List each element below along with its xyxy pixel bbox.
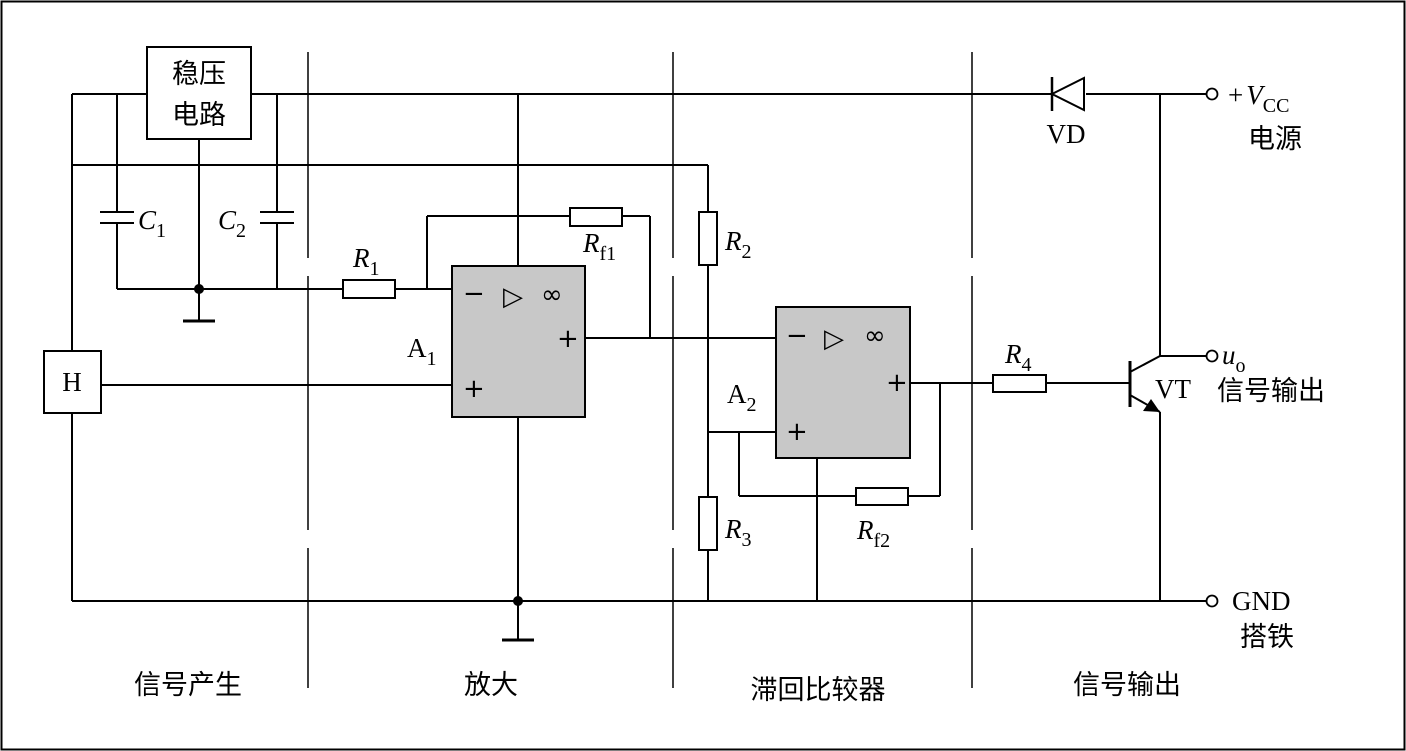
a1-plus: +	[463, 374, 485, 404]
resistor-r1: R1	[342, 243, 452, 299]
a2-plus: +	[786, 417, 808, 447]
section-label-signal-output: 信号输出	[1073, 670, 1181, 701]
c1-label: C1	[138, 205, 166, 242]
gnd-label: GND	[1232, 586, 1291, 616]
opamp-a1: − ▷ ∞ + + A1	[407, 94, 776, 640]
gnd-terminal: GND 搭铁	[1205, 586, 1294, 653]
a1-label: A1	[407, 333, 437, 370]
gnd-caption: 搭铁	[1240, 622, 1294, 653]
capacitor-c2: C2	[218, 94, 294, 289]
a1-minus: −	[463, 279, 485, 309]
r2-label: R2	[724, 226, 752, 263]
uo-terminal: uo 信号输出	[1205, 340, 1325, 407]
section-label-amplification: 放大	[464, 670, 518, 701]
regulator-label-line2: 电路	[172, 100, 226, 131]
section-separators	[307, 52, 973, 688]
c2-label: C2	[218, 205, 246, 242]
transistor-vt: VT	[1128, 94, 1206, 601]
a1-out-plus: +	[557, 324, 579, 354]
a2-infinity: ∞	[864, 321, 886, 351]
uo-label: uo	[1222, 340, 1246, 377]
r1-label: R1	[352, 243, 380, 280]
section-captions: 信号产生 放大 滞回比较器 信号输出	[134, 670, 1181, 706]
section-label-signal-generation: 信号产生	[134, 670, 242, 701]
a2-buffer-icon: ▷	[824, 324, 844, 354]
regulator-block: 稳压 电路	[146, 46, 252, 140]
vt-label: VT	[1155, 374, 1191, 404]
uo-caption: 信号输出	[1217, 376, 1325, 407]
resistor-r4: R4	[992, 339, 1130, 393]
vd-label: VD	[1047, 119, 1086, 149]
a1-infinity: ∞	[541, 280, 563, 310]
resistor-r2: R2	[698, 211, 752, 497]
a1-buffer-icon: ▷	[503, 282, 523, 312]
a2-out-plus: +	[886, 368, 908, 398]
section-label-hysteresis-comparator: 滞回比较器	[751, 675, 886, 706]
regulator-label-line1: 稳压	[172, 59, 226, 90]
capacitor-c1: C1	[100, 94, 166, 289]
regulator-ground	[117, 139, 343, 323]
r4-label: R4	[1004, 339, 1032, 376]
ground-rail	[72, 596, 1206, 642]
hall-sensor: H	[43, 350, 452, 414]
r3-label: R3	[724, 514, 752, 551]
a2-minus: −	[786, 321, 808, 351]
diode-vd: VD	[1040, 76, 1086, 149]
vcc-label: +VCC	[1228, 80, 1289, 117]
vcc-terminal: +VCC 电源	[1205, 80, 1302, 155]
hall-label: H	[62, 367, 82, 397]
rf1-label: Rf1	[582, 228, 616, 265]
vcc-caption: 电源	[1248, 124, 1302, 155]
a2-label: A2	[727, 379, 757, 416]
regulated-rail	[72, 164, 709, 212]
supply-rail	[71, 93, 1206, 601]
resistor-rf1: Rf1	[426, 207, 651, 338]
rf2-label: Rf2	[856, 515, 890, 552]
opamp-a2: − ▷ ∞ + + A2	[708, 306, 993, 601]
resistor-r3: R3	[698, 496, 752, 601]
resistor-rf2: Rf2	[738, 383, 941, 552]
